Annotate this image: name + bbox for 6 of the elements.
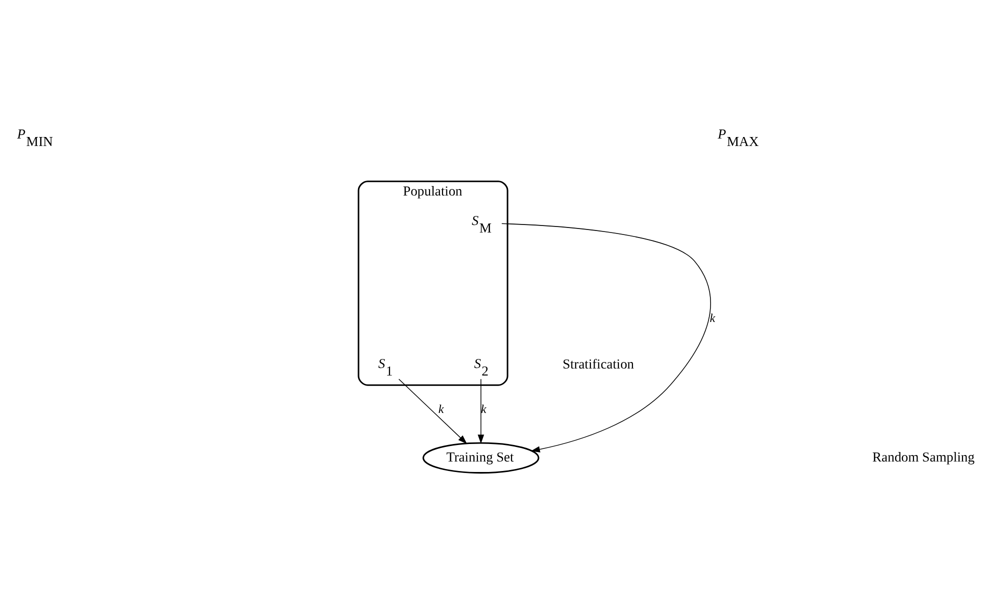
label: Random Sampling: [872, 449, 975, 464]
label: Stratification: [562, 356, 634, 372]
edge-label: k: [438, 402, 444, 416]
arrow: [398, 378, 468, 444]
arrow: [501, 223, 712, 452]
edge-label: k: [710, 310, 716, 325]
